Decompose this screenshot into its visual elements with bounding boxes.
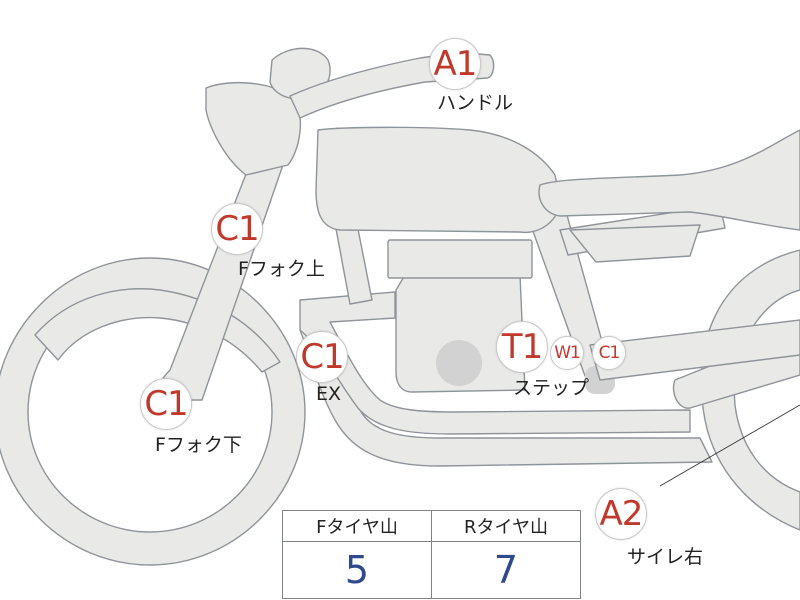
engine-block [395, 274, 526, 393]
front-tyre-value: 5 [282, 541, 432, 599]
engine-cover [436, 340, 482, 386]
step-label: ステップ [513, 377, 590, 399]
fork-upper-badge: C1 [211, 203, 263, 255]
handle-badge: A1 [429, 38, 481, 90]
fork-lower-label: Fフォク下 [155, 434, 242, 456]
tyre-tread-table: Fタイヤ山 Rタイヤ山 5 7 [282, 510, 581, 599]
step-t-badge: T1 [496, 321, 548, 373]
side-stand-leader [659, 404, 800, 487]
rear-tyre-header: Rタイヤ山 [431, 510, 581, 542]
fork-upper-label: Fフォク上 [238, 258, 325, 280]
fuel-tank [315, 126, 561, 234]
exhaust-pipe-upper [299, 291, 691, 435]
step-bar [589, 319, 800, 381]
rear-tyre-value: 7 [431, 541, 581, 599]
step-c-badge: C1 [592, 336, 626, 370]
exhaust-label: EX [316, 383, 342, 405]
front-tyre-header: Fタイヤ山 [282, 510, 432, 542]
engine-head [387, 239, 533, 279]
side-stand-badge: A2 [595, 488, 647, 540]
fork-lower-badge: C1 [140, 378, 192, 430]
exhaust-badge: C1 [296, 331, 348, 383]
headlight [205, 82, 301, 176]
side-stand-label: サイレ右 [627, 546, 704, 568]
handle-label: ハンドル [437, 92, 514, 114]
seat [538, 129, 800, 231]
side-cover [569, 224, 701, 263]
step-w-badge: W1 [550, 336, 584, 370]
